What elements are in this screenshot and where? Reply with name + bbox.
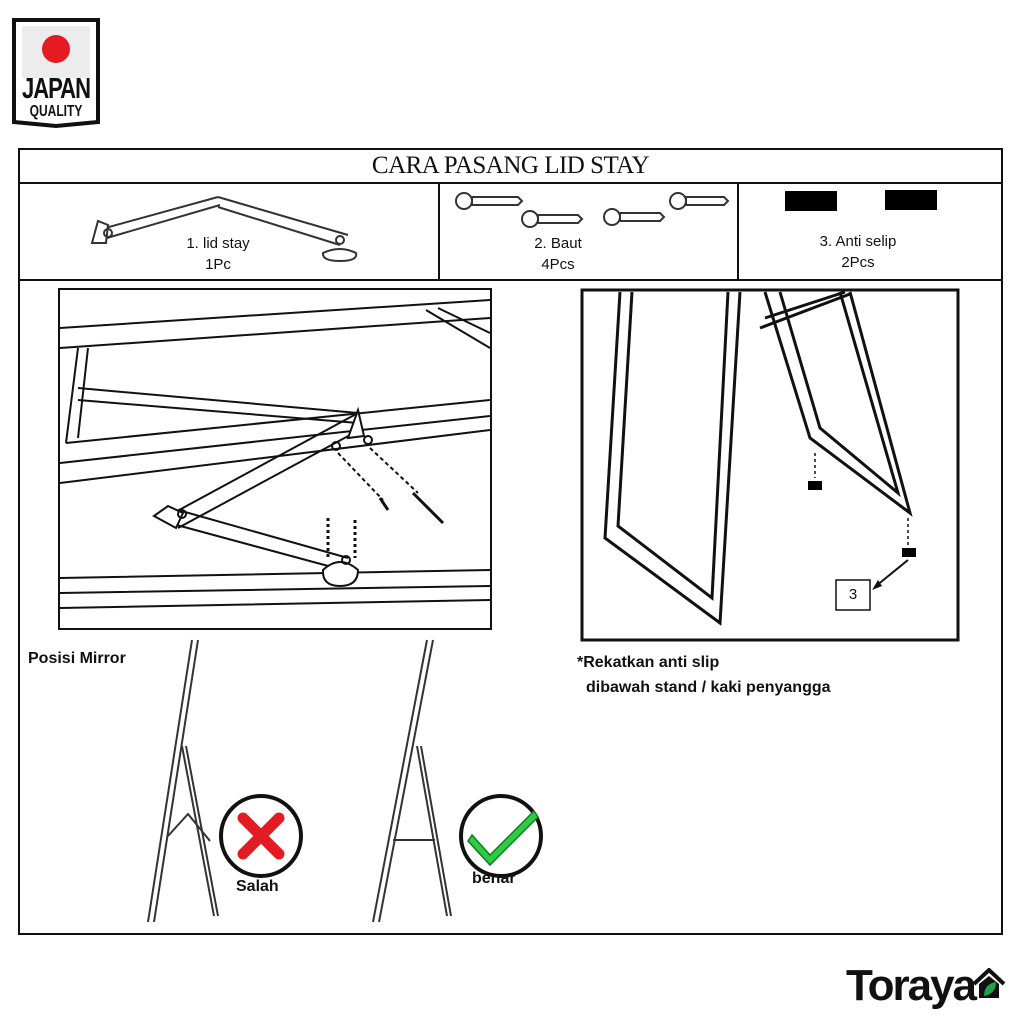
correct-icon [459, 794, 543, 878]
divider [438, 183, 440, 279]
anti-slip-pad-icon [785, 191, 837, 211]
instruction-frame [18, 148, 1003, 935]
part-3-label: 3. Anti selip 2Pcs [778, 231, 938, 273]
mirror-position-label: Posisi Mirror [28, 650, 126, 667]
part-2-qty: 4Pcs [541, 256, 575, 273]
badge-logo-icon [12, 18, 100, 128]
mirror-wrong-illustration [147, 639, 219, 923]
part-3-name: 3. Anti selip [819, 233, 897, 250]
badge-line2: QUALITY [29, 101, 83, 121]
part-2-label: 2. Baut 4Pcs [478, 233, 638, 275]
wrong-label: Salah [236, 878, 279, 895]
part-2-name: 2. Baut [534, 235, 582, 252]
lid-stay-part-icon [90, 196, 358, 263]
screws-part-icon [455, 192, 730, 228]
note-line1: *Rekatkan anti slip [577, 654, 720, 671]
parts-list: 1. lid stay 1Pc 2. Baut 4Pcs 3. Anti sel… [18, 183, 1003, 281]
part-1-label: 1. lid stay 1Pc [138, 233, 298, 275]
divider [737, 183, 739, 279]
part-1-name: 1. lid stay [186, 235, 250, 252]
arrow-icon [872, 580, 882, 590]
anti-slip-illustration [580, 288, 960, 642]
japan-quality-badge: JAPAN QUALITY [12, 16, 100, 128]
callout-number: 3 [848, 586, 858, 603]
correct-label: benar [472, 870, 516, 887]
brand-house-icon [972, 968, 1006, 998]
brand-logo-text: Toraya [846, 961, 977, 1010]
part-3-qty: 2Pcs [841, 254, 875, 271]
wrong-icon [219, 794, 303, 878]
note-line2: dibawah stand / kaki penyangga [586, 679, 831, 696]
part-1-qty: 1Pc [205, 256, 231, 273]
anti-slip-pad-icon [885, 190, 937, 210]
badge-line1: JAPAN [22, 72, 91, 105]
anti-slip-pad-icon [902, 548, 916, 557]
mirror-correct-illustration [372, 639, 452, 923]
lid-stay-installation-illustration [58, 288, 492, 630]
anti-slip-pad-icon [808, 481, 822, 490]
page-title: CARA PASANG LID STAY [18, 148, 1003, 184]
